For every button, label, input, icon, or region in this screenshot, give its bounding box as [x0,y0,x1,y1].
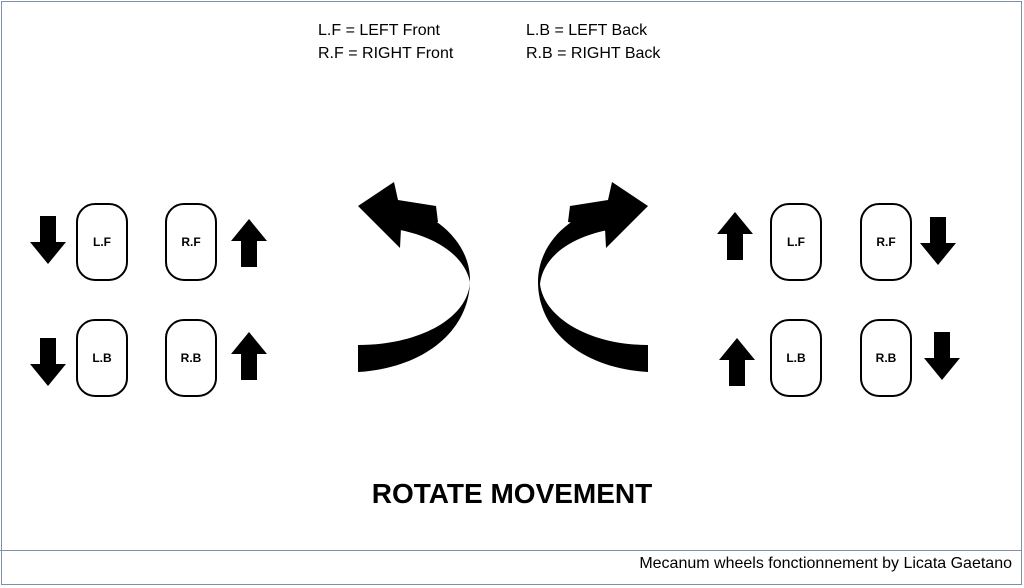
legend-front: L.F = LEFT Front R.F = RIGHT Front [318,19,453,65]
footer-divider [0,550,1022,551]
arrow-up-icon [719,338,755,386]
curved-arrow-counterclockwise-icon [358,182,470,372]
legend-back: L.B = LEFT Back R.B = RIGHT Back [526,19,660,65]
wheel-left-back: L.B [76,319,128,397]
wheel-label-rf: R.F [876,235,895,249]
curved-arrow-clockwise-icon [538,182,648,372]
left-wheel-group: L.F R.F L.B R.B [30,203,267,397]
legend-right-front: R.F = RIGHT Front [318,45,454,62]
legend-left-back: L.B = LEFT Back [526,22,648,39]
arrow-up-icon [231,332,267,380]
right-wheel-group: L.F R.F L.B R.B [717,203,960,397]
wheel-label-lf: L.F [93,235,111,249]
wheel-label-lb: L.B [786,351,806,365]
wheel-label-lb: L.B [92,351,112,365]
wheel-label-lf: L.F [787,235,805,249]
wheel-right-front: R.F [860,203,912,281]
wheel-label-rb: R.B [181,351,202,365]
legend-left-front: L.F = LEFT Front [318,22,440,39]
wheel-left-front: L.F [76,203,128,281]
legend-right-back: R.B = RIGHT Back [526,45,661,62]
wheel-right-back: R.B [860,319,912,397]
wheel-left-back: L.B [770,319,822,397]
arrow-up-icon [231,219,267,267]
arrow-down-icon [30,216,66,264]
arrow-down-icon [30,338,66,386]
wheel-label-rb: R.B [876,351,897,365]
arrow-down-icon [924,332,960,380]
wheel-right-front: R.F [165,203,217,281]
arrow-up-icon [717,212,753,260]
arrow-down-icon [920,217,956,265]
wheel-label-rf: R.F [181,235,200,249]
diagram-title: ROTATE MOVEMENT [371,478,653,509]
wheel-left-front: L.F [770,203,822,281]
wheel-right-back: R.B [165,319,217,397]
credit-text: Mecanum wheels fonctionnement by Licata … [639,555,1012,572]
